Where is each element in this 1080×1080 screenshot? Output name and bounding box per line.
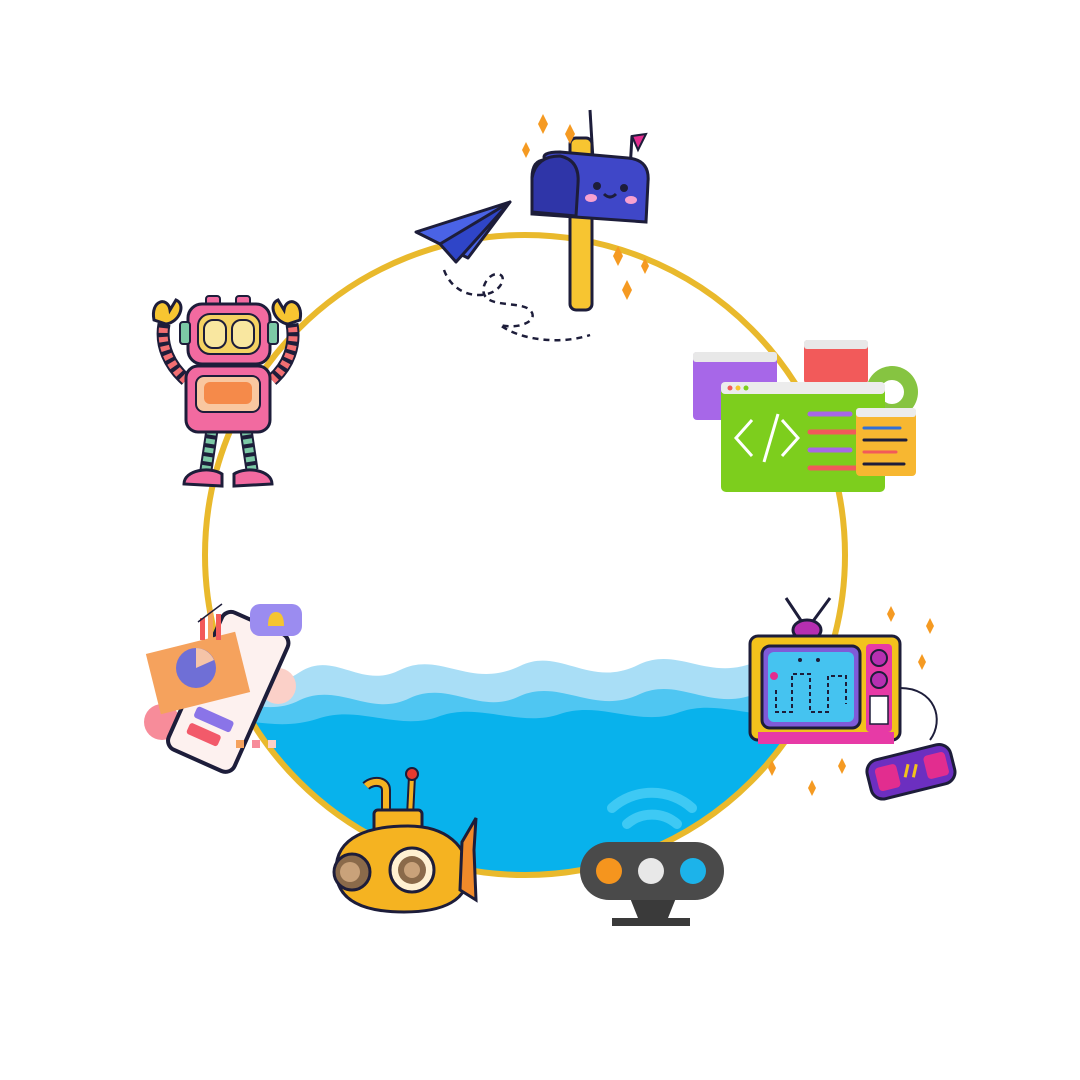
sparkle-icon [768,606,934,796]
robot-icon [151,295,303,488]
smart-speaker-icon [580,842,724,926]
retro-tv-icon [748,597,902,744]
code-windows-icon [693,340,918,492]
game-controller-icon [865,687,957,801]
sparkle-icon [522,114,649,300]
submarine-icon [332,767,478,914]
smartphone-analytics-icon [144,603,302,774]
wifi-icon [607,787,697,829]
gold-ring [202,232,848,878]
paper-plane-icon [414,200,591,342]
mailbox-icon [530,109,650,312]
